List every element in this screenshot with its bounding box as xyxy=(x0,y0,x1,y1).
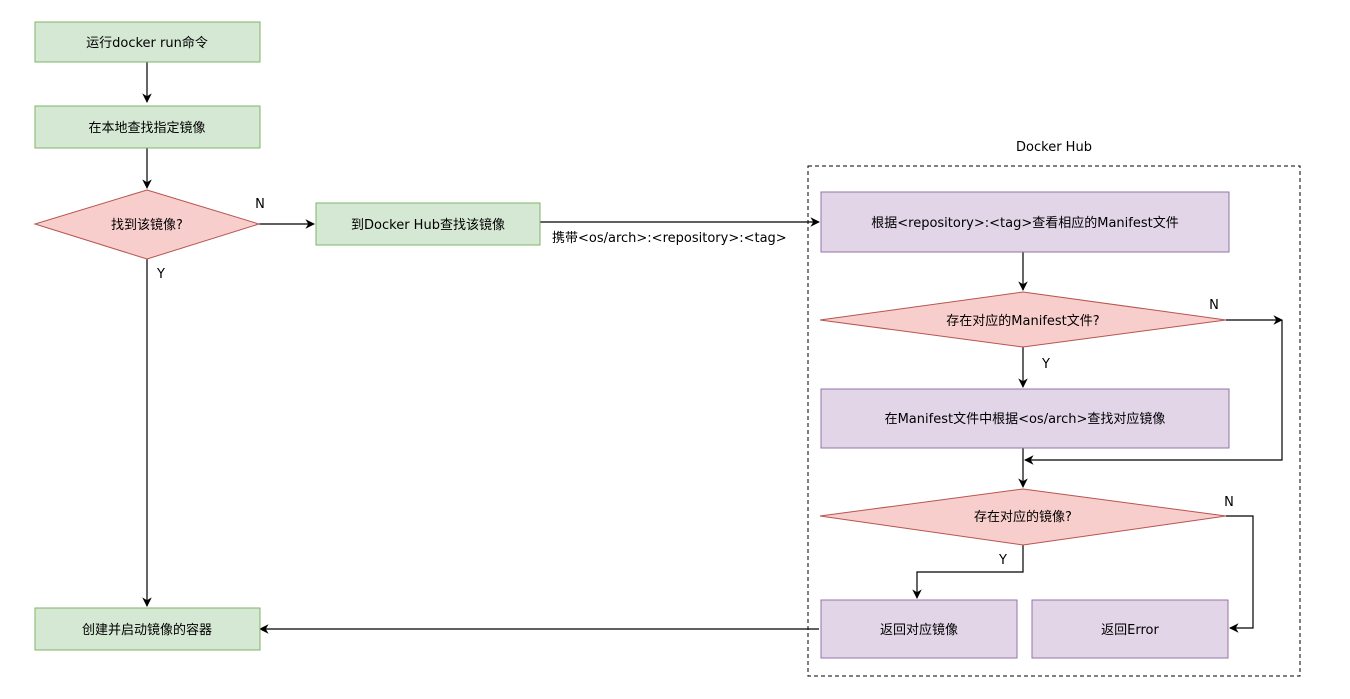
search-hub-box xyxy=(315,202,541,246)
find-manifest-box xyxy=(820,191,1230,253)
manifest-exists-label: 存在对应的Manifest文件? xyxy=(946,313,1099,329)
manifest-yes-label: Y xyxy=(1041,357,1050,372)
search-local-label: 在本地查找指定镜像 xyxy=(88,121,205,136)
found-image-label: 找到该镜像? xyxy=(111,218,183,233)
return-error-label: 返回Error xyxy=(1101,623,1159,638)
found-no-label: N xyxy=(255,197,265,212)
edge-image-yes xyxy=(912,545,1024,599)
image-exists-label: 存在对应的镜像? xyxy=(974,509,1072,525)
run-command-box xyxy=(34,21,261,63)
manifest-no-label: N xyxy=(1209,298,1219,313)
find-manifest-label: 根据<repository>:<tag>查看相应的Manifest文件 xyxy=(871,215,1178,231)
find-in-manifest-box xyxy=(820,388,1230,449)
edges xyxy=(142,62,1283,634)
manifest-exists-diamond xyxy=(819,291,1227,348)
search-hub-label: 到Docker Hub查找该镜像 xyxy=(351,218,505,233)
docker-hub-title: Docker Hub xyxy=(1016,140,1092,155)
edge-exists-no-down xyxy=(1024,320,1283,465)
edge-image-no xyxy=(1226,515,1254,633)
image-exists-diamond xyxy=(819,488,1227,546)
create-container-label: 创建并启动镜像的容器 xyxy=(82,622,212,638)
return-image-box xyxy=(820,599,1018,659)
search-local-box xyxy=(34,105,261,149)
run-command-label: 运行docker run命令 xyxy=(86,35,208,51)
create-container-box xyxy=(34,607,261,651)
carry-params-label: 携带<os/arch>:<repository>:<tag> xyxy=(552,230,787,246)
return-image-label: 返回对应镜像 xyxy=(880,622,958,638)
found-yes-label: Y xyxy=(156,267,165,282)
docker-hub-group xyxy=(807,165,1301,677)
find-in-manifest-label: 在Manifest文件中根据<os/arch>查找对应镜像 xyxy=(885,411,1166,427)
image-yes-label: Y xyxy=(998,553,1007,568)
return-error-box xyxy=(1031,599,1229,659)
image-no-label: N xyxy=(1224,495,1234,510)
found-image-diamond xyxy=(33,189,261,260)
